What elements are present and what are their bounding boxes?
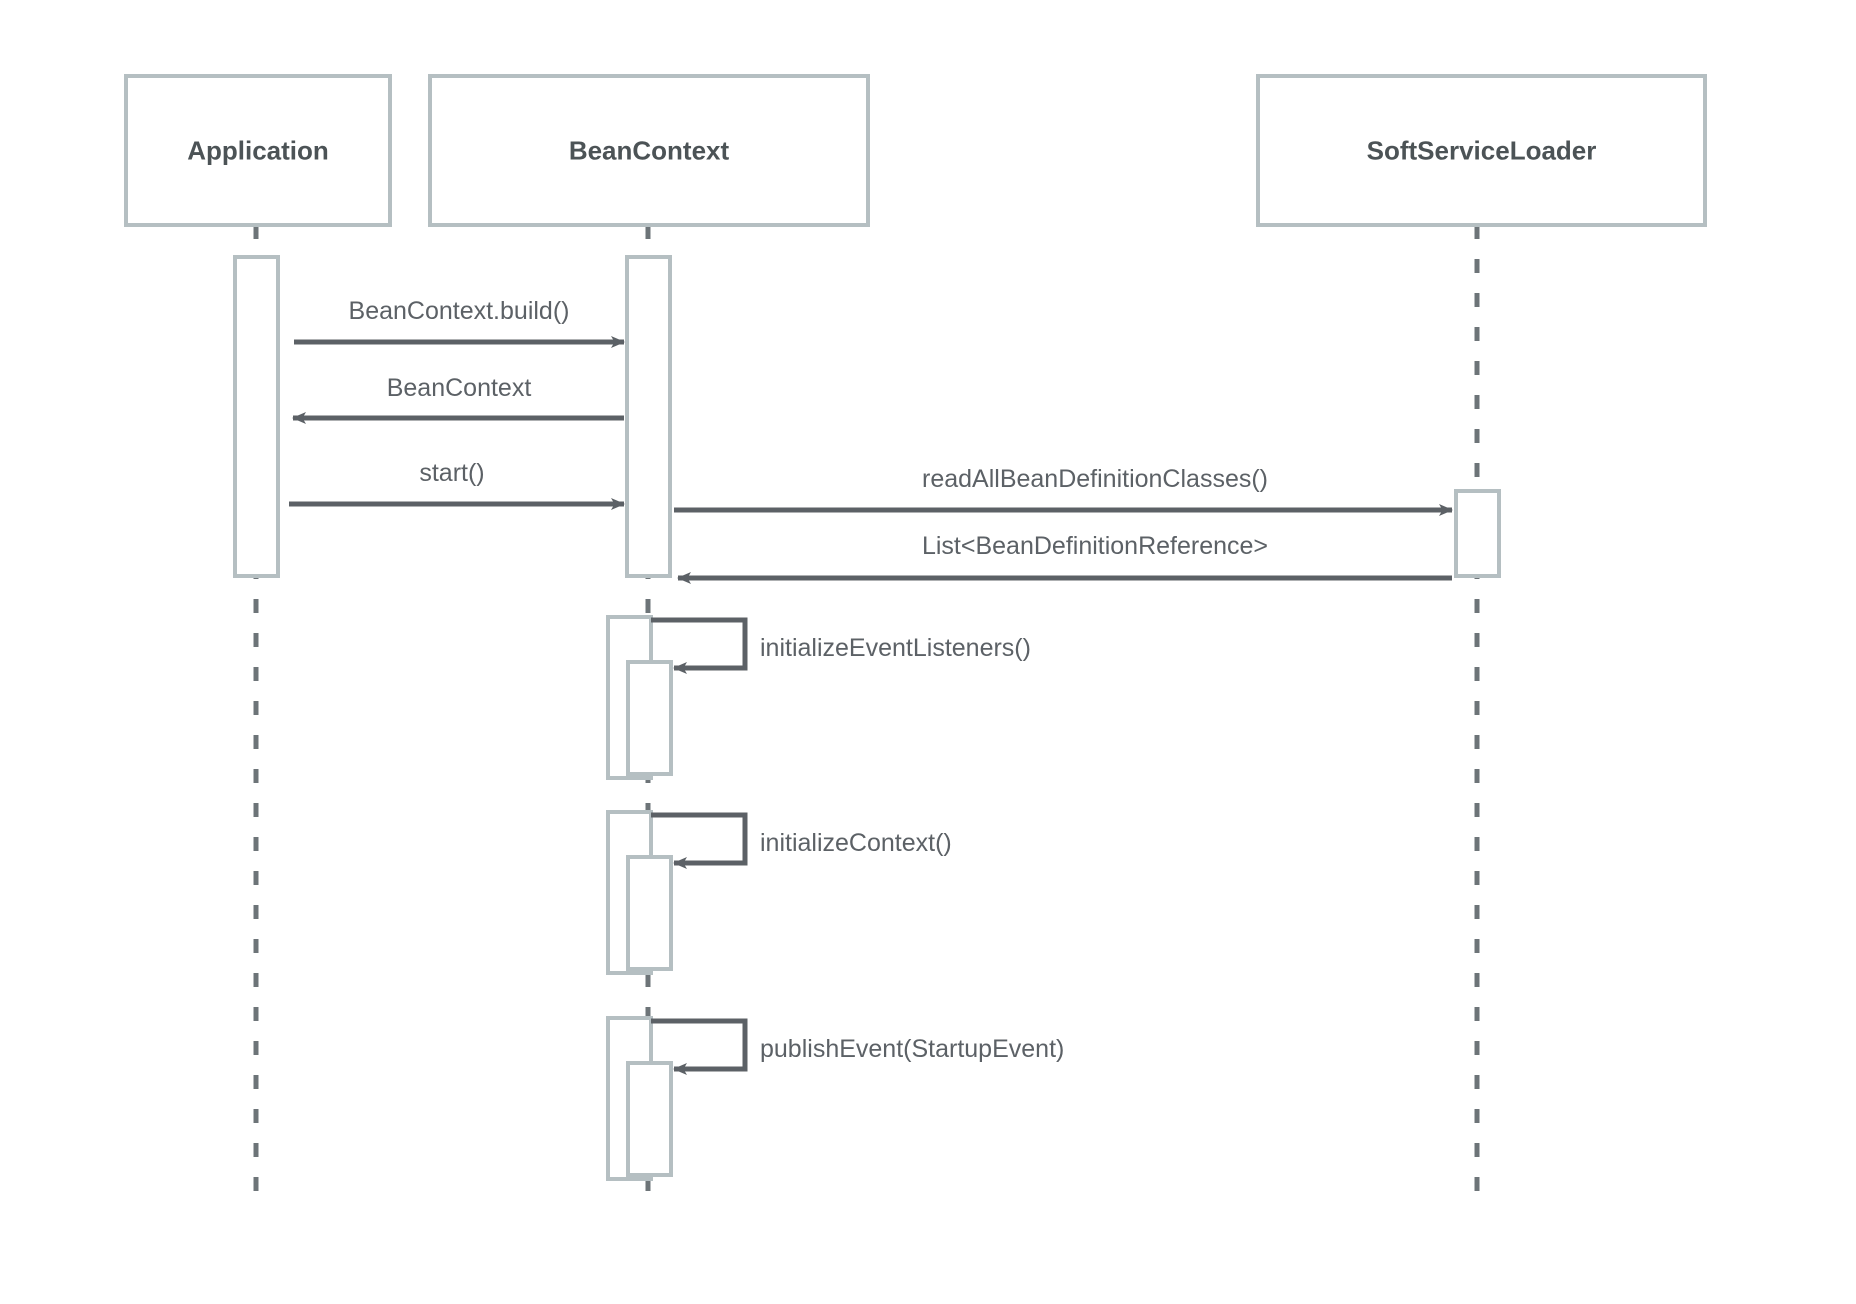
participant-label-application: Application — [187, 135, 329, 165]
msg-beancontext-build[interactable]: BeanContext.build() — [294, 297, 625, 348]
msg-list-bean-definition-reference[interactable]: List<BeanDefinitionReference> — [677, 532, 1452, 584]
participant-box-application — [124, 74, 392, 227]
msg-initialize-context[interactable]: initializeContext() — [651, 812, 952, 869]
self-messages-layer: initializeEventListeners() initializeCont… — [651, 617, 1064, 1075]
msg-publish-event-startup-event[interactable]: publishEvent(StartupEvent) — [651, 1018, 1064, 1075]
activation-beancontext-self-2-inner — [626, 855, 673, 971]
participant-label-beancontext: BeanContext — [569, 135, 730, 165]
msg-beancontext-return-label: BeanContext — [387, 374, 532, 402]
activation-beancontext-self-3-inner — [626, 1061, 673, 1177]
msg-initialize-context-arrow — [651, 812, 748, 869]
activation-softserviceloader — [1454, 489, 1501, 578]
messages-layer: BeanContext.build() BeanContext start() rea… — [289, 297, 1453, 584]
msg-initialize-event-listeners[interactable]: initializeEventListeners() — [651, 617, 1031, 674]
msg-read-all-bean-definition-classes[interactable]: readAllBeanDefinitionClasses() — [674, 465, 1453, 516]
msg-read-all-bean-definition-classes-label: readAllBeanDefinitionClasses() — [922, 465, 1268, 493]
msg-publish-event-startup-event-arrow — [651, 1018, 748, 1075]
activation-beancontext-self-1-inner — [626, 660, 673, 776]
msg-start[interactable]: start() — [289, 459, 625, 510]
activation-beancontext-main — [625, 255, 672, 578]
msg-publish-event-startup-event-label: publishEvent(StartupEvent) — [760, 1035, 1064, 1063]
msg-list-bean-definition-reference-label: List<BeanDefinitionReference> — [922, 532, 1268, 560]
activation-application — [233, 255, 280, 578]
msg-initialize-event-listeners-arrow — [651, 617, 748, 674]
msg-initialize-event-listeners-label: initializeEventListeners() — [760, 634, 1031, 662]
msg-initialize-context-label: initializeContext() — [760, 829, 952, 857]
msg-beancontext-return[interactable]: BeanContext — [292, 374, 624, 424]
activations-layer — [233, 255, 1501, 1181]
msg-beancontext-build-label: BeanContext.build() — [349, 297, 570, 325]
msg-start-label: start() — [419, 459, 484, 487]
participant-box-beancontext — [428, 74, 870, 227]
participants-layer: Application BeanContext SoftServiceLoader — [124, 74, 1707, 227]
participant-box-softserviceloader — [1256, 74, 1707, 227]
participant-label-softserviceloader: SoftServiceLoader — [1367, 135, 1597, 165]
participant-softserviceloader[interactable]: SoftServiceLoader — [1256, 74, 1707, 227]
participant-beancontext[interactable]: BeanContext — [428, 74, 870, 227]
participant-application[interactable]: Application — [124, 74, 392, 227]
